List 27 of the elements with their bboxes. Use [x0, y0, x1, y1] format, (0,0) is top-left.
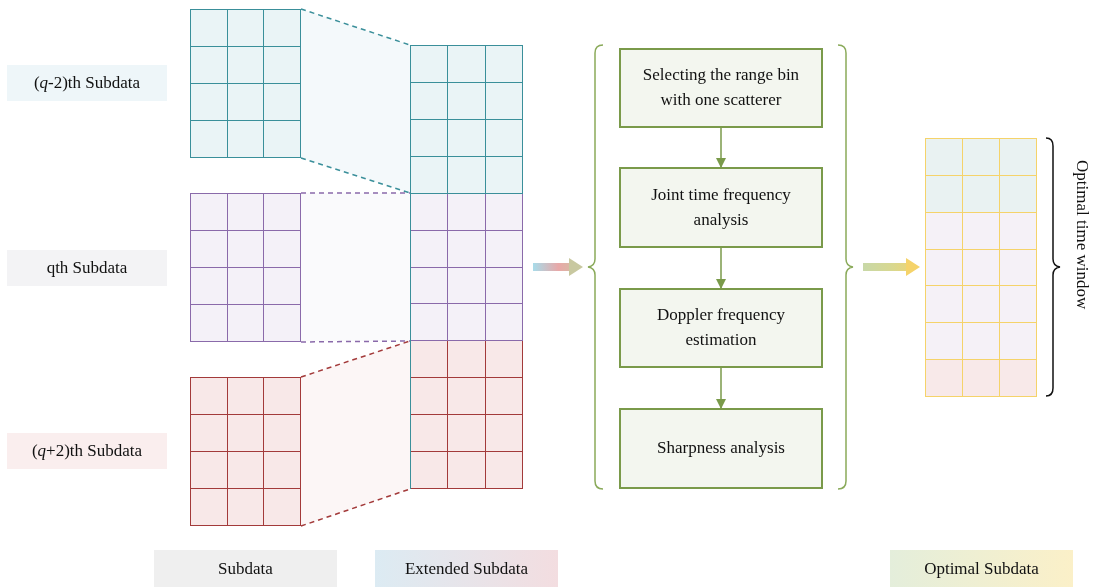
caption: Extended Subdata — [375, 550, 558, 587]
arrow — [716, 247, 726, 289]
data-grid — [410, 45, 523, 489]
block-arrow — [863, 258, 920, 276]
process-box: Doppler frequency estimation — [619, 288, 823, 368]
caption: Subdata — [154, 550, 337, 587]
data-grid — [190, 377, 301, 526]
axis-label: Optimal time window — [1072, 160, 1092, 310]
process-box: Joint time frequency analysis — [619, 167, 823, 248]
block-arrow — [533, 258, 583, 276]
arrow — [716, 127, 726, 168]
projection-line — [300, 340, 411, 378]
projection-line — [300, 192, 411, 194]
projection-line — [300, 488, 411, 527]
projection-line — [300, 8, 411, 46]
data-grid — [190, 9, 301, 158]
process-box: Sharpness analysis — [619, 408, 823, 489]
projection-line — [300, 157, 411, 194]
data-grid — [190, 193, 301, 342]
subdata-label: (q+2)th Subdata — [7, 433, 167, 469]
subdata-label: (q-2)th Subdata — [7, 65, 167, 101]
projection-line — [300, 340, 411, 343]
data-grid — [925, 138, 1037, 397]
process-box: Selecting the range bin with one scatterer — [619, 48, 823, 128]
subdata-label: qth Subdata — [7, 250, 167, 286]
arrow — [716, 367, 726, 409]
caption: Optimal Subdata — [890, 550, 1073, 587]
